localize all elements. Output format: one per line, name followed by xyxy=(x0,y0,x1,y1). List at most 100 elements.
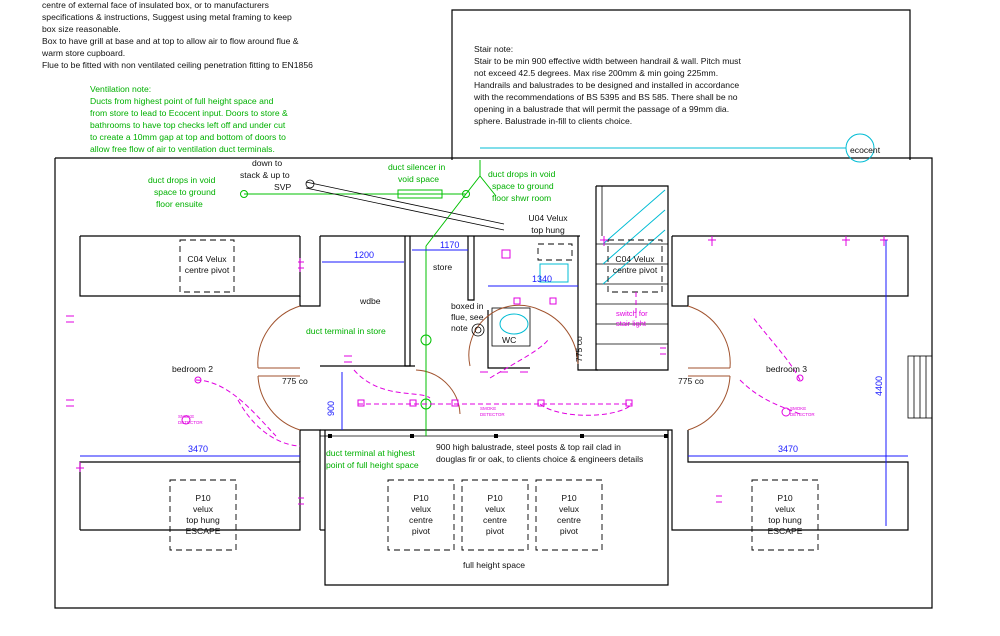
velux-p10-left-line-3: top hung xyxy=(186,515,220,525)
duct-drops-right-line-2: space to ground xyxy=(492,181,554,191)
dim-1340: 1340 xyxy=(532,274,552,284)
down-to-line-1: down to xyxy=(252,158,282,168)
bedroom2-label: bedroom 2 xyxy=(172,364,213,374)
velux-c04-right-line-2: centre pivot xyxy=(613,265,658,275)
boxed-flue-line-1: boxed in xyxy=(451,301,484,311)
full-height-space xyxy=(324,430,669,586)
door-775co-right: 775 co xyxy=(678,376,704,386)
ventilation-note: Ventilation note: Ducts from highest poi… xyxy=(90,84,288,154)
stair-note-line-5: with the recommendations of BS 5395 and … xyxy=(473,92,738,102)
velux-p10-right-line-1: P10 xyxy=(777,493,793,503)
switch-stair-line-1: switch for xyxy=(616,309,648,318)
ventilation-note-line-4: bathrooms to have top checks left off an… xyxy=(90,120,286,130)
velux-p10-pivot-1 xyxy=(387,479,455,551)
smoke-detector-centre-line-1: SMOKE xyxy=(480,406,496,411)
electrical-circuits xyxy=(66,236,888,505)
velux-u04-line-1: U04 Velux xyxy=(528,213,568,223)
duct-terminal-high-line-1: duct terminal at highest xyxy=(326,448,415,458)
dim-1200: 1200 xyxy=(354,250,374,260)
duct-terminal-store-label: duct terminal in store xyxy=(306,326,386,336)
velux-p10-pivot-3-line-2: velux xyxy=(559,504,580,514)
duct-drops-left-line-1: duct drops in void xyxy=(148,175,216,185)
velux-p10-left-line-2: velux xyxy=(193,504,214,514)
wc-room xyxy=(491,307,531,347)
switch-stair-line-2: stair light xyxy=(616,319,647,328)
velux-p10-pivot-3-line-3: centre xyxy=(557,515,581,525)
store-door xyxy=(415,369,461,415)
velux-p10-pivot-2-line-4: pivot xyxy=(486,526,505,536)
velux-u04-line-2: top hung xyxy=(531,225,565,235)
ventilation-note-line-3: from store to lead to Ecocent input. Doo… xyxy=(90,108,288,118)
velux-p10-left-escape xyxy=(169,479,237,551)
duct-silencer-line-2: void space xyxy=(398,174,439,184)
stair-note: Stair note: Stair to be min 900 effectiv… xyxy=(473,44,741,126)
velux-p10-right-escape xyxy=(751,479,819,551)
velux-p10-pivot-3-line-1: P10 xyxy=(561,493,577,503)
bedroom2-door-upper xyxy=(257,305,301,369)
duct-terminal-store xyxy=(420,334,432,346)
smoke-detector-right-line-2: DETECTOR xyxy=(790,412,815,417)
dim-3470-left: 3470 xyxy=(188,444,208,454)
velux-p10-left-line-4: ESCAPE xyxy=(186,526,221,536)
stair-note-line-2: Stair to be min 900 effective width betw… xyxy=(474,56,741,66)
duct-silencer-line-1: duct silencer in xyxy=(388,162,446,172)
velux-c04-right-line-1: C04 Velux xyxy=(615,254,655,264)
velux-p10-right-line-3: top hung xyxy=(768,515,802,525)
stair-note-line-3: not exceed 42.5 degrees. Max rise 200mm … xyxy=(474,68,718,78)
down-to-line-2: stack & up to xyxy=(240,170,290,180)
boxed-flue xyxy=(471,323,485,337)
right-lower-room xyxy=(668,429,909,531)
boxed-flue-line-2: flue, see xyxy=(451,312,484,322)
velux-p10-pivot-1-line-1: P10 xyxy=(413,493,429,503)
velux-p10-pivot-2-line-1: P10 xyxy=(487,493,503,503)
flue-note-line-2: specifications & instructions, Suggest u… xyxy=(42,12,292,22)
flue-note-line-3: box size reasonable. xyxy=(42,24,121,34)
velux-c04-right xyxy=(607,239,663,293)
velux-c04-left xyxy=(179,239,235,293)
ecocent-label: ecocent xyxy=(850,145,881,155)
dim-900: 900 xyxy=(326,401,336,416)
ventilation-note-line-2: Ducts from highest point of full height … xyxy=(90,96,274,106)
velux-p10-pivot-3-line-4: pivot xyxy=(560,526,579,536)
duct-drops-left-line-3: floor ensuite xyxy=(156,199,203,209)
velux-p10-pivot-2-line-3: centre xyxy=(483,515,507,525)
stair-note-line-4: Handrails and balustrades to be designed… xyxy=(474,80,739,90)
wc-pan xyxy=(499,313,529,335)
smoke-detector-left-line-1: SMOKE xyxy=(178,414,194,419)
staircase xyxy=(595,185,669,371)
flue-note-line-6: Flue to be fitted with non ventilated ce… xyxy=(42,60,313,70)
ventilation-note-line-5: to create a 10mm gap at top and bottom o… xyxy=(90,132,286,142)
stair-note-line-7: sphere. Balustrade in-fill to clients ch… xyxy=(474,116,632,126)
dim-1170: 1170 xyxy=(440,240,459,250)
duct-drops-left-line-2: space to ground xyxy=(154,187,216,197)
balustrade-line-1: 900 high balustrade, steel posts & top r… xyxy=(436,442,621,452)
duct-silencer xyxy=(397,189,443,199)
wdbe-label: wdbe xyxy=(359,296,381,306)
velux-p10-left-line-1: P10 xyxy=(195,493,211,503)
velux-p10-pivot-1-line-4: pivot xyxy=(412,526,431,536)
velux-c04-left-line-1: C04 Velux xyxy=(187,254,227,264)
down-to-line-3: SVP xyxy=(274,182,291,192)
store-label: store xyxy=(433,262,452,272)
duct-drops-right-line-3: floor shwr room xyxy=(492,193,551,203)
velux-p10-pivot-3 xyxy=(535,479,603,551)
bedroom3-door-lower xyxy=(687,375,731,431)
svp-stack xyxy=(305,179,315,189)
bedroom2-door-lower xyxy=(257,375,301,431)
door-775co-vertical: 775 co xyxy=(574,336,584,362)
stair-note-line-1: Stair note: xyxy=(474,44,513,54)
full-height-space-label: full height space xyxy=(463,560,525,570)
flue-note-line-5: warm store cupboard. xyxy=(41,48,125,58)
velux-p10-pivot-2-line-2: velux xyxy=(485,504,506,514)
flue-note-line-1: centre of external face of insulated box… xyxy=(42,0,269,10)
velux-u04 xyxy=(537,243,573,261)
velux-p10-pivot-2 xyxy=(461,479,529,551)
velux-p10-right-line-4: ESCAPE xyxy=(768,526,803,536)
bedroom3-label: bedroom 3 xyxy=(766,364,807,374)
bathroom-door xyxy=(468,304,541,367)
smoke-detector-right-line-1: SMOKE xyxy=(790,406,806,411)
flue-note-line-4: Box to have grill at base and at top to … xyxy=(42,36,299,46)
wc-label: WC xyxy=(502,335,516,345)
smoke-detector-centre-line-2: DETECTOR xyxy=(480,412,505,417)
stair-note-line-6: opening in a balustrade that will permit… xyxy=(474,104,729,114)
